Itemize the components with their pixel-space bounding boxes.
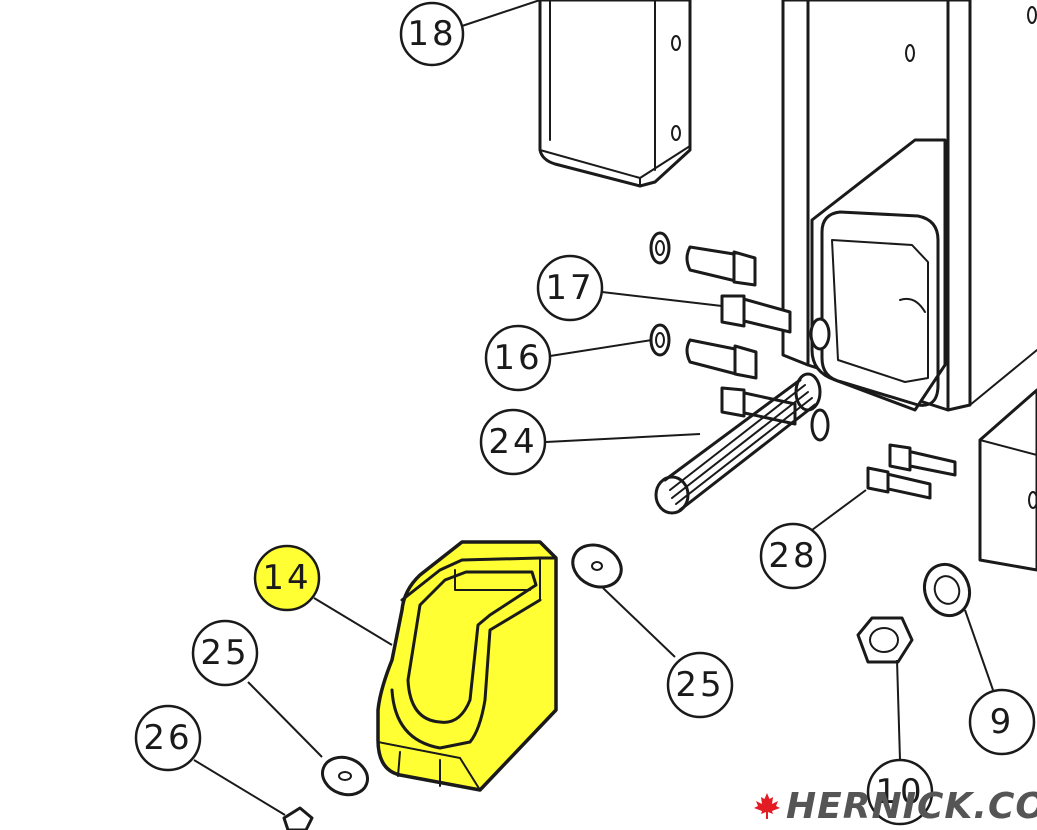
leader-lines [193,0,994,816]
callout-25-left: 25 [191,619,259,687]
callout-16: 16 [484,324,552,392]
callout-25-right-label: 25 [675,665,724,705]
callout-28-label: 28 [768,536,817,576]
small-bolts-part [866,443,957,500]
callout-28: 28 [759,522,827,590]
spring-part [654,372,822,515]
bolt-group [649,231,831,442]
callout-26: 26 [134,704,202,772]
callout-9: 9 [968,688,1036,756]
callout-24: 24 [479,408,547,476]
callout-10-label: 10 [875,772,924,812]
callout-10: 10 [866,758,934,826]
hardware-part [282,543,972,830]
highlighted-part-14 [376,540,558,792]
callout-18-label: 18 [407,14,456,54]
callout-24-label: 24 [488,422,537,462]
maple-leaf-icon [754,793,780,819]
callout-18: 18 [399,1,465,67]
callout-25-right: 25 [666,651,734,719]
callout-14-label: 14 [262,558,311,598]
upper-bracket-part [538,0,692,188]
callout-25-left-label: 25 [200,633,249,673]
watermark-text: HERNICK.COM [786,785,1037,827]
callout-17: 17 [536,254,604,322]
callout-17-label: 17 [545,268,594,308]
callout-16-label: 16 [493,338,542,378]
main-frame-part [781,0,1037,572]
callout-9-label: 9 [990,702,1015,742]
callout-14: 14 [253,544,321,612]
callout-26-label: 26 [143,718,192,758]
watermark: HERNICK.COM [752,784,1037,828]
